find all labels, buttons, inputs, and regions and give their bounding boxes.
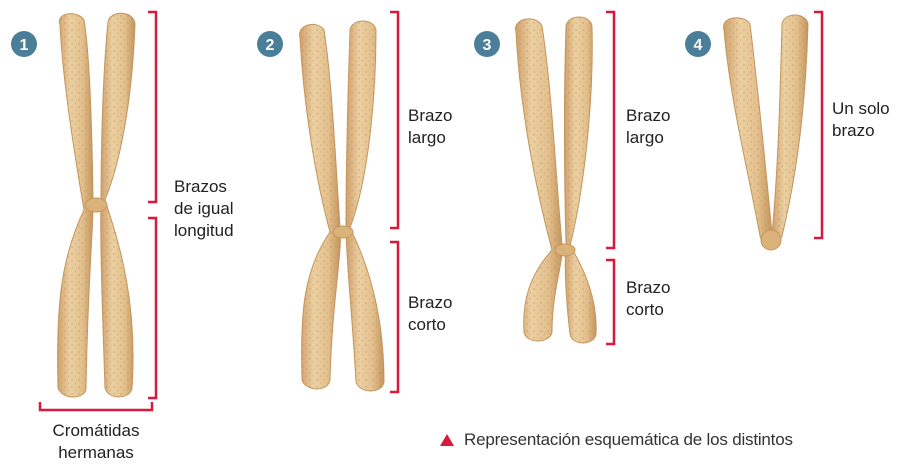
chromosome-2-short-arm-label: Brazo corto bbox=[408, 292, 452, 336]
bracket-long-arm bbox=[390, 12, 398, 228]
centromere bbox=[333, 226, 353, 238]
bracket-short-arm bbox=[390, 242, 398, 392]
centromere bbox=[555, 244, 575, 256]
chromosome-4: 4 bbox=[685, 12, 822, 250]
caption-text: Representación esquemática de los distin… bbox=[464, 430, 793, 449]
chromosome-3-long-arm-label: Brazo largo bbox=[626, 105, 670, 149]
chromosome-3-short-arm-label: Brazo corto bbox=[626, 277, 670, 321]
svg-text:4: 4 bbox=[694, 37, 703, 54]
bracket-arms bbox=[148, 12, 156, 398]
chromosome-3: 3 bbox=[474, 12, 614, 344]
label-line: Brazo bbox=[408, 105, 452, 127]
chromatid-right bbox=[772, 15, 808, 242]
figure-caption: Representación esquemática de los distin… bbox=[440, 429, 793, 451]
svg-text:1: 1 bbox=[20, 37, 29, 54]
svg-text:2: 2 bbox=[266, 37, 275, 54]
chromatid-right bbox=[565, 17, 597, 343]
chromatid-left bbox=[300, 24, 341, 389]
label-line: longitud bbox=[174, 220, 234, 242]
bracket-chromatids bbox=[40, 402, 152, 410]
chromosome-1-label: Brazos de igual longitud bbox=[174, 176, 234, 242]
svg-text:3: 3 bbox=[483, 37, 492, 54]
label-line: largo bbox=[626, 127, 670, 149]
label-line: de igual bbox=[174, 198, 234, 220]
label-line: Un solo bbox=[832, 98, 890, 120]
bracket-single-arm bbox=[814, 12, 822, 238]
label-line: corto bbox=[626, 299, 670, 321]
number-badge-4: 4 bbox=[685, 31, 711, 57]
label-line: hermanas bbox=[40, 442, 152, 464]
number-badge-2: 2 bbox=[257, 31, 283, 57]
centromere bbox=[761, 230, 781, 250]
bracket-long-arm bbox=[606, 12, 614, 248]
chromosome-2-long-arm-label: Brazo largo bbox=[408, 105, 452, 149]
chromosome-2: 2 bbox=[257, 12, 398, 392]
label-line: largo bbox=[408, 127, 452, 149]
label-line: corto bbox=[408, 314, 452, 336]
label-line: Brazos bbox=[174, 176, 234, 198]
label-line: Cromátidas bbox=[40, 420, 152, 442]
chromosome-4-label: Un solo brazo bbox=[832, 98, 890, 142]
label-line: Brazo bbox=[626, 105, 670, 127]
label-line: Brazo bbox=[408, 292, 452, 314]
number-badge-1: 1 bbox=[11, 31, 37, 57]
centromere bbox=[85, 198, 107, 212]
sister-chromatids-label: Cromátidas hermanas bbox=[40, 420, 152, 464]
number-badge-3: 3 bbox=[474, 31, 500, 57]
chromatid-left bbox=[516, 19, 563, 341]
triangle-marker-icon bbox=[440, 434, 454, 446]
chromosome-1: 1 bbox=[11, 12, 156, 410]
label-line: brazo bbox=[832, 120, 890, 142]
label-line: Brazo bbox=[626, 277, 670, 299]
chromatid-left bbox=[724, 18, 772, 242]
chromatid-right bbox=[346, 21, 384, 391]
bracket-short-arm bbox=[606, 260, 614, 344]
